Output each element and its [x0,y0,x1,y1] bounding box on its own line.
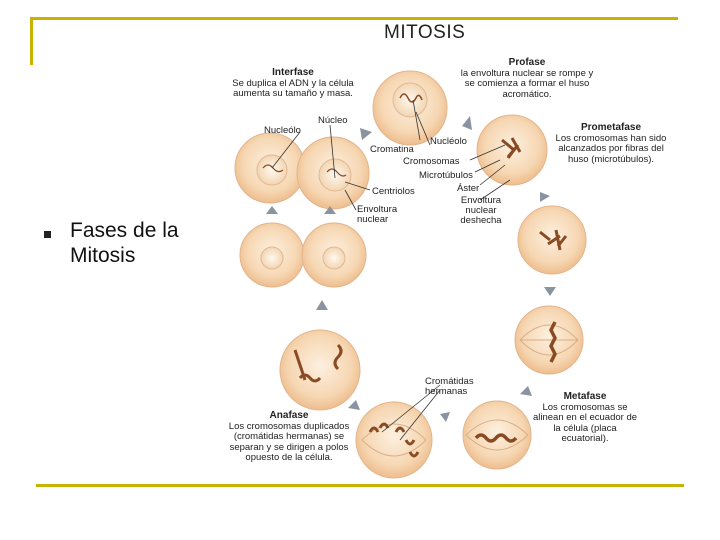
interfase-desc: Se duplica el ADN y la célula aumenta su… [232,77,354,99]
anafase-name: Anafase [269,410,309,421]
interfase-cell-b [296,136,370,210]
profase-desc: la envoltura nuclear se rompe y se comie… [460,67,594,100]
arrow-telophase-to-interfase-a [266,206,278,214]
anafase-cell-upper [279,329,361,411]
anafase-desc: Los cromosomas duplicados (cromátidas he… [228,420,350,463]
bullet-text: Fases de la Mitosis [70,219,179,267]
prometafase-name: Prometafase [580,122,642,133]
arrow-to-anafase [440,412,450,422]
interfase-cell-a [234,132,306,204]
slide-frame-left [30,17,33,65]
arrow-interfase-to-profase [360,128,372,140]
envoltura-nuclear-label: Envoltura nuclear [357,204,398,225]
arrow-telophase-up [316,300,328,310]
centriolos-label: Centriolos [372,186,415,197]
bullet-square-icon [44,231,51,238]
arrow-telophase-to-interfase-b [324,206,336,214]
arrow-anafase-up [348,400,360,410]
profase-cell [372,70,448,146]
cycle-arrows [266,116,556,422]
profase-label: Profase la envoltura nuclear se rompe y … [456,57,598,100]
arrow-metafase-down [520,386,532,396]
metafase-cell-lower [462,400,532,470]
telophase-cells [239,222,367,288]
arrow-to-metafase [544,287,556,296]
arrow-prometafase-down [540,192,550,202]
interfase-name: Interfase [272,67,314,78]
nucleo-label: Núcleo [318,115,348,126]
anafase-cell-lower [355,401,433,479]
diagram-title: MITOSIS [384,22,466,43]
nucleolo-right-label: Nucléolo [430,136,467,147]
slide-frame-top [30,17,678,20]
prometafase-label: Prometafase Los cromosomas han sido alca… [552,122,670,165]
prometafase-desc: Los cromosomas han sido alcanzados por f… [555,132,667,165]
envoltura-deshecha-label: Envoltura nuclear deshecha [460,195,502,226]
anafase-label: Anafase Los cromosomas duplicados (cromá… [226,410,352,464]
slide-frame-bottom [36,484,684,487]
microtubulos-label: Microtúbulos [419,170,473,181]
cromatidas-hermanas-label: Cromátidas hermanas [425,376,474,397]
aster-label: Áster [457,183,480,194]
prometafase-cell [476,114,548,186]
nucleolo-left-label: Nucleólo [264,125,301,136]
label-pointer-lines [271,99,511,441]
interfase-label: Interfase Se duplica el ADN y la célula … [218,67,368,100]
metafase-name: Metafase [563,391,607,402]
metafase-label: Metafase Los cromosomas se alinean en el… [530,391,640,445]
arrow-profase-to-prometafase [462,116,472,130]
prometafase-cell-late [517,205,587,275]
cromatina-label: Cromatina [370,144,414,155]
cromosomas-label: Cromosomas [403,156,460,167]
profase-name: Profase [508,57,546,68]
metafase-desc: Los cromosomas se alinean en el ecuador … [532,401,638,444]
metafase-cell-upper [514,305,584,375]
